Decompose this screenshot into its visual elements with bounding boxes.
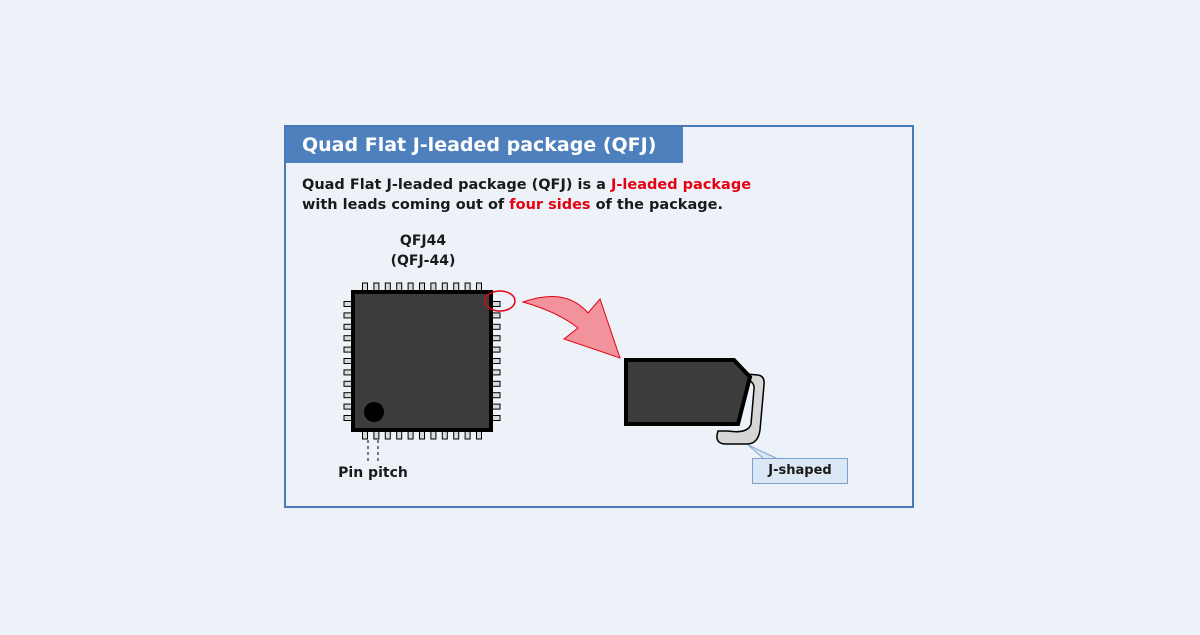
lead-right: [491, 403, 501, 410]
description: Quad Flat J-leaded package (QFJ) is a J-…: [302, 175, 751, 215]
description-line2-prefix: with leads coming out of: [302, 197, 510, 213]
lead-left: [343, 312, 353, 319]
lead-bottom: [384, 430, 391, 440]
lead-bottom: [441, 430, 448, 440]
callout-pointer: [747, 444, 779, 460]
description-line-2: with leads coming out of four sides of t…: [302, 195, 751, 215]
lead-right: [491, 415, 501, 421]
lead-left: [343, 346, 353, 353]
lead-bottom: [464, 430, 471, 440]
description-highlight-j-leaded: J-leaded package: [611, 177, 752, 193]
lead-right: [491, 392, 501, 399]
lead-right: [491, 335, 501, 342]
lead-top: [476, 282, 482, 292]
lead-left: [343, 403, 353, 410]
lead-right: [491, 323, 501, 330]
lead-top: [396, 282, 403, 292]
qfj-diagram: QFJ44 (QFJ-44) Pin pitch: [338, 233, 779, 481]
lead-left: [343, 392, 353, 399]
lead-top: [441, 282, 448, 292]
lead-bottom: [453, 430, 460, 440]
lead-bottom: [373, 430, 380, 440]
lead-top: [453, 282, 460, 292]
description-line-1: Quad Flat J-leaded package (QFJ) is a J-…: [302, 175, 751, 195]
lead-top: [419, 282, 425, 292]
lead-top: [362, 282, 368, 292]
lead-bottom: [430, 430, 437, 440]
lead-right: [491, 358, 501, 364]
highlight-circle: [484, 290, 516, 312]
j-shaped-callout: J-shaped: [752, 458, 848, 484]
lead-top: [430, 282, 437, 292]
package-cross-section: [624, 358, 753, 426]
lead-right: [491, 346, 501, 353]
description-line2-suffix: of the package.: [590, 197, 723, 213]
j-lead-profile: [716, 373, 765, 445]
lead-left: [343, 358, 353, 364]
lead-top: [407, 282, 414, 292]
pin1-marker: [364, 402, 384, 422]
lead-left: [343, 369, 353, 376]
lead-left: [343, 380, 353, 387]
lead-top: [373, 282, 380, 292]
lead-bottom: [419, 430, 425, 440]
lead-left: [343, 415, 353, 421]
lead-top: [384, 282, 391, 292]
description-highlight-four-sides: four sides: [509, 197, 591, 213]
lead-right: [491, 301, 501, 307]
card-title: Quad Flat J-leaded package (QFJ): [286, 127, 683, 163]
lead-right: [491, 312, 501, 319]
lead-bottom: [396, 430, 403, 440]
pin-pitch-label: Pin pitch: [338, 465, 408, 481]
lead-left: [343, 335, 353, 342]
lead-top: [464, 282, 471, 292]
lead-bottom: [362, 430, 368, 440]
lead-bottom: [407, 430, 414, 440]
lead-left: [343, 323, 353, 330]
qfj-info-card: Quad Flat J-leaded package (QFJ) Quad Fl…: [284, 125, 914, 508]
chip-name-label: QFJ44: [400, 233, 446, 249]
lead-right: [491, 380, 501, 387]
zoom-arrow: [521, 296, 621, 359]
chip-alt-name-label: (QFJ-44): [391, 253, 456, 269]
lead-bottom: [476, 430, 482, 440]
description-line1-prefix: Quad Flat J-leaded package (QFJ) is a: [302, 177, 612, 193]
lead-right: [491, 369, 501, 376]
lead-left: [343, 301, 353, 307]
